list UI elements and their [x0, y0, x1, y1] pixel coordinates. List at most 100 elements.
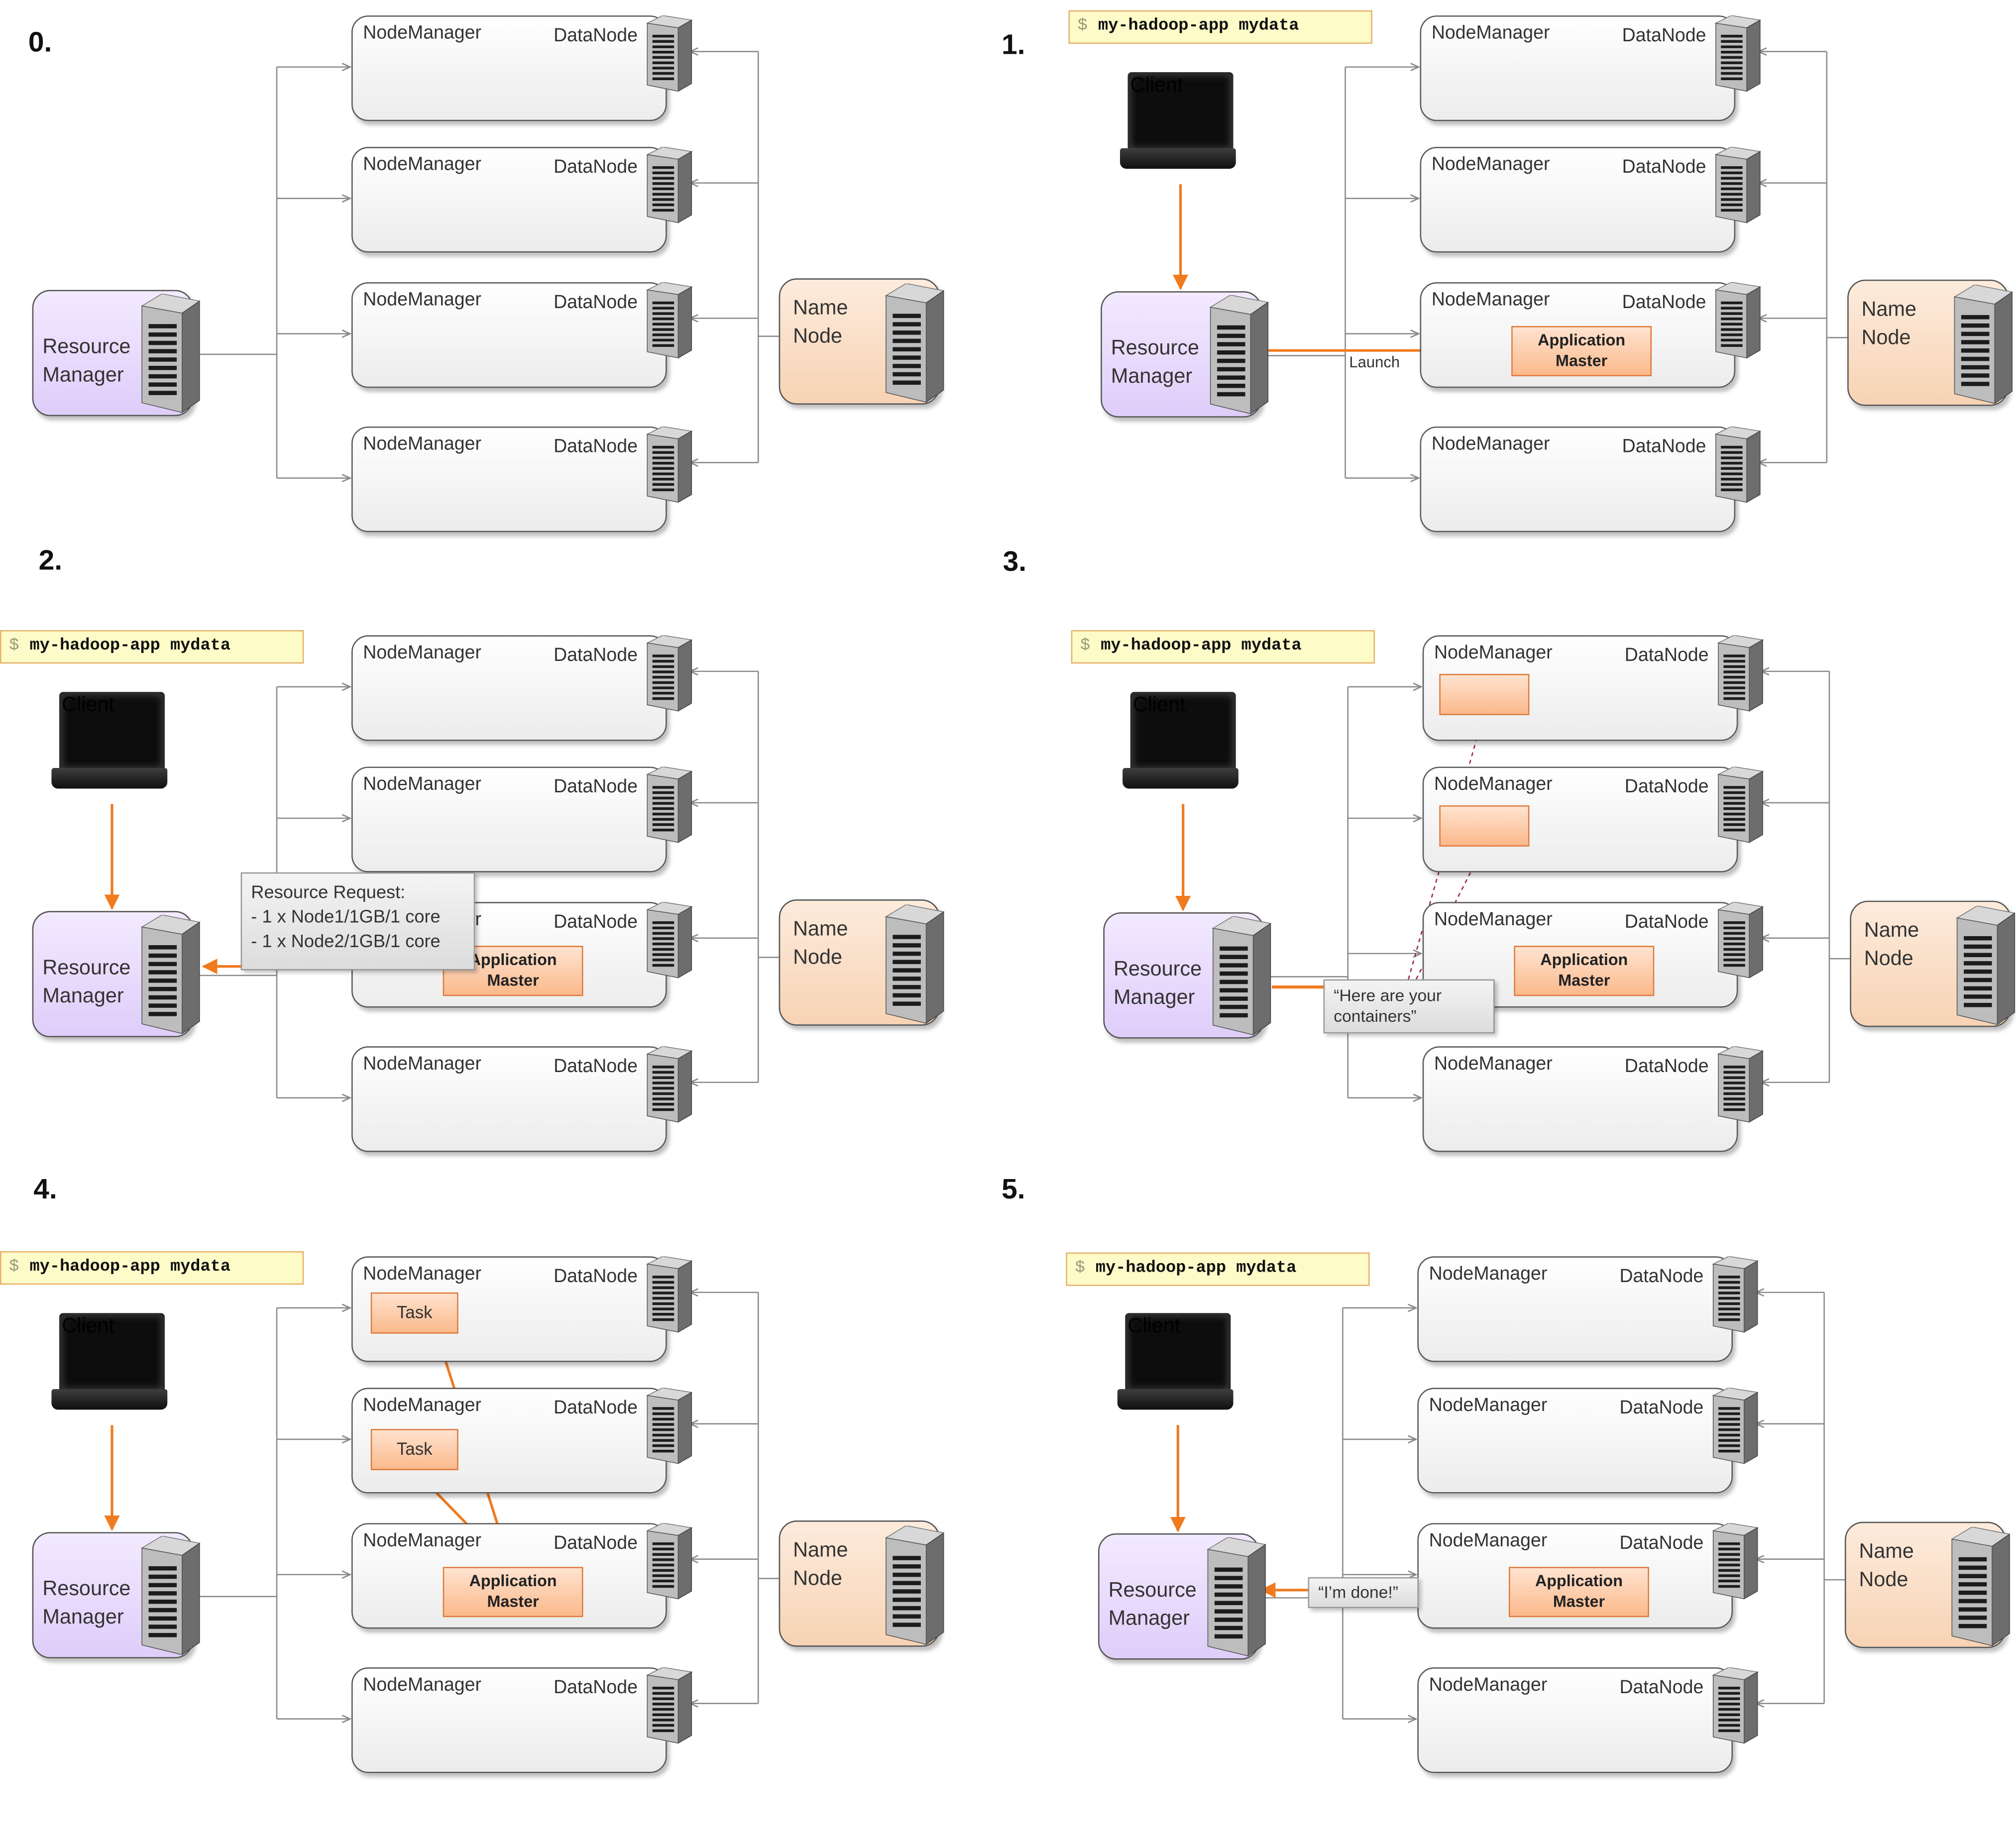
data-node-label: DataNode	[1624, 777, 1709, 798]
name-node-label-line1: Name	[1859, 1541, 1914, 1563]
data-node-label: DataNode	[1619, 1398, 1704, 1419]
data-node-label: DataNode	[554, 1056, 638, 1078]
container-box	[1439, 674, 1530, 715]
data-node-label: DataNode	[554, 1533, 638, 1554]
node-manager-label: NodeManager	[1431, 154, 1550, 176]
step-number: 4.	[33, 1172, 57, 1205]
data-node-label: DataNode	[1619, 1266, 1704, 1288]
resource-manager-server-icon	[134, 914, 201, 1036]
data-node-label: DataNode	[1622, 25, 1706, 47]
command-prompt-symbol: $	[1075, 1257, 1085, 1277]
laptop-screen: Client	[59, 692, 165, 771]
name-node-server-icon	[878, 1525, 945, 1646]
name-node-server-icon	[1946, 284, 2014, 406]
node-manager-label: NodeManager	[363, 1395, 481, 1416]
data-node-label: DataNode	[554, 912, 638, 933]
step-number: 1.	[1002, 28, 1025, 61]
data-node-server-icon	[1707, 1667, 1759, 1744]
data-node-label: DataNode	[554, 292, 638, 314]
data-node-label: DataNode	[1624, 912, 1709, 933]
client-laptop: Client	[51, 1313, 170, 1416]
launch-label: Launch	[1349, 353, 1400, 371]
application-master-label-line1: Application	[1538, 331, 1626, 349]
resource-request-callout: Resource Request:- 1 x Node1/1GB/1 core-…	[240, 872, 475, 971]
data-node-server-icon	[1707, 1256, 1759, 1333]
command-text: my-hadoop-app mydata	[1098, 15, 1299, 35]
data-node-server-icon	[641, 901, 693, 979]
resource-manager-label-line1: Resource	[1111, 337, 1200, 360]
step-number: 3.	[1003, 545, 1027, 577]
data-node-label: DataNode	[554, 1266, 638, 1288]
node-manager-label: NodeManager	[363, 1530, 481, 1552]
data-node-label: DataNode	[1622, 292, 1706, 314]
containers-callout-line: “Here are your	[1334, 985, 1442, 1005]
data-node-server-icon	[1707, 1387, 1759, 1465]
data-node-server-icon	[1709, 282, 1762, 359]
data-node-label: DataNode	[554, 157, 638, 178]
laptop-keyboard	[51, 1389, 168, 1410]
data-node-label: DataNode	[554, 1398, 638, 1419]
node-manager-label: NodeManager	[1434, 643, 1553, 664]
data-node-server-icon	[641, 1667, 693, 1744]
data-node-server-icon	[1709, 146, 1762, 224]
step-number: 2.	[38, 543, 63, 576]
resource-manager-label-line2: Manager	[42, 364, 124, 387]
data-node-server-icon	[1712, 1046, 1764, 1123]
application-master-label-line1: Application	[469, 1572, 557, 1590]
node-manager-label: NodeManager	[363, 23, 481, 44]
command-text: my-hadoop-app mydata	[1095, 1257, 1297, 1277]
command-line-bar: $ my-hadoop-app mydata	[1066, 1252, 1370, 1286]
data-node-server-icon	[641, 1522, 693, 1600]
resource-manager-server-icon	[1203, 295, 1269, 416]
node-manager-label: NodeManager	[363, 434, 481, 455]
client-laptop: Client	[1122, 692, 1241, 795]
application-master-label-line2: Master	[1556, 351, 1608, 370]
resource-manager-label-line1: Resource	[1114, 959, 1202, 981]
laptop-screen: Client	[1127, 72, 1233, 151]
command-prompt-symbol: $	[9, 635, 19, 655]
data-node-server-icon	[641, 426, 693, 504]
resource-manager-label-line2: Manager	[1108, 1608, 1190, 1630]
resource-manager-label-line2: Manager	[1111, 366, 1193, 388]
node-manager-box: NodeManager DataNode	[351, 1256, 667, 1362]
command-line-bar: $my-hadoop-app mydata	[0, 630, 304, 664]
im-done-label: “I’m done!”	[1318, 1582, 1398, 1602]
resource-manager-label-line1: Resource	[42, 336, 131, 358]
name-node-label-line1: Name	[793, 1539, 848, 1562]
im-done-callout: “I’m done!”	[1308, 1577, 1419, 1609]
data-node-server-icon	[641, 1256, 693, 1333]
data-node-server-icon	[641, 1046, 693, 1123]
client-label: Client	[62, 1315, 114, 1338]
step-number: 0.	[28, 25, 52, 58]
command-line-bar: $my-hadoop-app mydata	[1068, 10, 1372, 44]
task-box: Task	[370, 1429, 458, 1471]
data-node-server-icon	[641, 766, 693, 844]
resource-manager-server-icon	[134, 293, 201, 415]
data-node-label: DataNode	[1624, 1056, 1709, 1078]
resource-manager-label-line2: Manager	[42, 1607, 124, 1629]
resource-manager-label-line2: Manager	[42, 985, 124, 1008]
resource-request-line: - 1 x Node2/1GB/1 core	[251, 930, 441, 951]
node-manager-label: NodeManager	[363, 1264, 481, 1285]
data-node-server-icon	[1712, 766, 1764, 844]
node-manager-label: NodeManager	[363, 154, 481, 176]
data-node-label: DataNode	[554, 1677, 638, 1699]
name-node-label-line2: Node	[793, 326, 843, 348]
application-master-label-line2: Master	[1558, 972, 1610, 990]
node-manager-label: NodeManager	[1431, 23, 1550, 44]
node-manager-label: NodeManager	[1429, 1395, 1548, 1416]
name-node-server-icon	[878, 283, 945, 405]
command-prompt-symbol: $	[9, 1256, 19, 1276]
